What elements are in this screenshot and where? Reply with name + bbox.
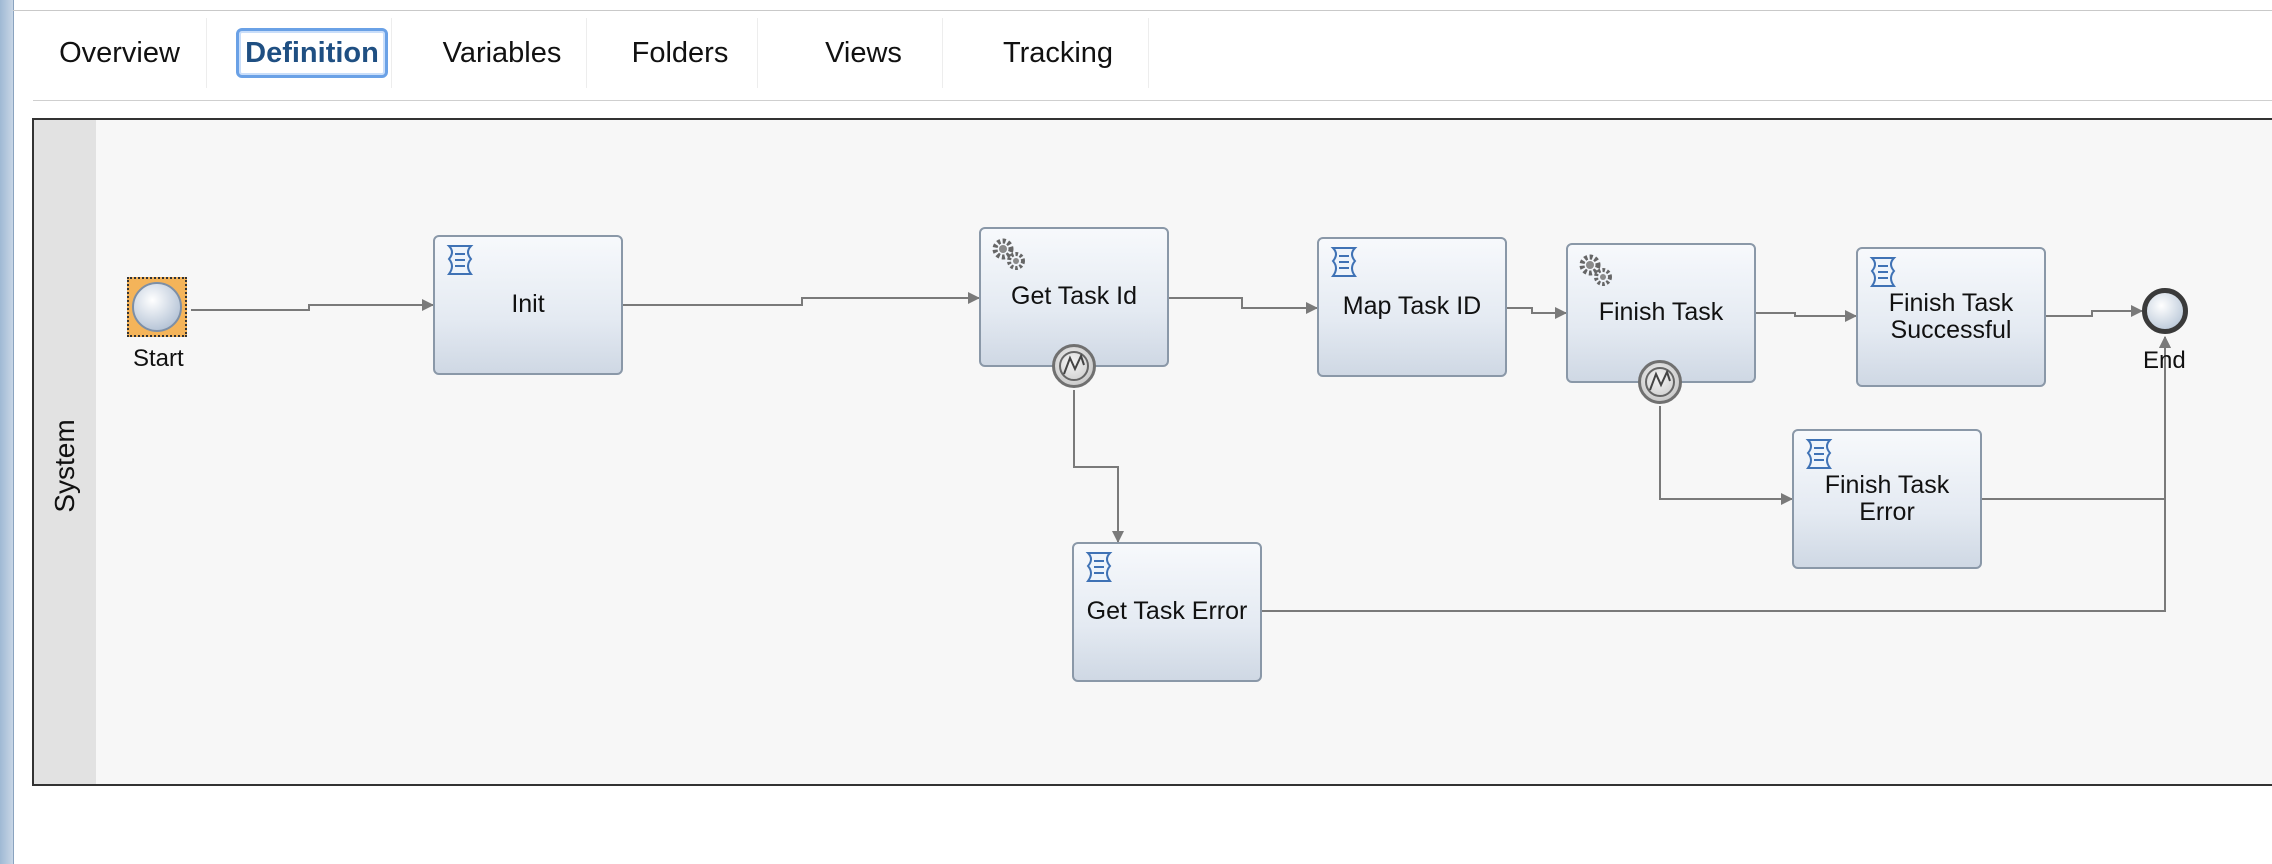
tab-definition-label: Definition [236, 28, 388, 78]
tab-tracking[interactable]: Tracking [968, 18, 1149, 88]
error-boundary-event-get-task-id[interactable] [1052, 344, 1096, 388]
task-init-label: Init [511, 290, 545, 319]
task-finish-task-error-label: Finish Task Error [1824, 470, 1950, 526]
start-event-label: Start [133, 345, 184, 372]
flow-init-gettaskid [623, 292, 980, 306]
task-get-task-error[interactable]: Get Task Error [1072, 542, 1262, 682]
flow-start-init [191, 299, 434, 311]
tab-folders[interactable]: Folders [603, 18, 758, 88]
flow-gettaskerror-end [1262, 336, 2171, 612]
script-icon [446, 245, 474, 275]
error-icon [1059, 351, 1089, 381]
end-event-label: End [2143, 347, 2186, 374]
task-get-task-id-label: Get Task Id [1011, 282, 1137, 311]
script-icon [1330, 247, 1358, 277]
gears-icon [1579, 254, 1612, 286]
end-event[interactable] [2142, 288, 2188, 334]
task-get-task-id[interactable]: Get Task Id [979, 227, 1169, 367]
task-finish-task-successful-label: Finish Task Successful [1888, 288, 2014, 344]
flow-finishsuccessful-end [2046, 305, 2143, 317]
start-event-selection[interactable] [127, 277, 187, 337]
tab-variables[interactable]: Variables [418, 18, 587, 88]
process-diagram-canvas[interactable]: System Start [32, 118, 2272, 786]
task-init[interactable]: Init [433, 235, 623, 375]
task-finish-task-successful[interactable]: Finish Task Successful [1856, 247, 2046, 387]
tab-definition[interactable]: Definition [233, 18, 392, 88]
swimlane-header[interactable]: System [34, 120, 96, 784]
tab-overview[interactable]: Overview [33, 18, 207, 88]
flow-gettaskid-error [1073, 390, 1124, 543]
task-map-task-id[interactable]: Map Task ID [1317, 237, 1507, 377]
top-divider [13, 10, 2272, 11]
flow-gettaskid-maptaskid [1169, 297, 1318, 314]
task-finish-task-error[interactable]: Finish Task Error [1792, 429, 1982, 569]
start-event[interactable] [132, 282, 182, 332]
flow-finishtask-error [1659, 406, 1793, 505]
task-get-task-error-label: Get Task Error [1086, 597, 1248, 626]
tab-variables-label: Variables [442, 37, 562, 69]
tab-bar: Overview Definition Variables Folders Vi… [33, 14, 2272, 101]
task-finish-task-label: Finish Task [1598, 298, 1724, 327]
tab-views-label: Views [825, 37, 902, 69]
script-icon [1805, 439, 1833, 469]
sequence-flows [191, 292, 2171, 612]
script-icon [1085, 552, 1113, 582]
task-map-task-id-label: Map Task ID [1342, 292, 1482, 321]
tab-views[interactable]: Views [785, 18, 943, 88]
error-boundary-event-finish-task[interactable] [1638, 360, 1682, 404]
error-icon [1645, 367, 1675, 397]
tab-tracking-label: Tracking [1002, 37, 1114, 69]
script-icon [1869, 257, 1897, 287]
gears-icon [992, 238, 1025, 270]
left-panel-edge [0, 0, 14, 864]
tab-folders-label: Folders [631, 37, 729, 69]
task-finish-task[interactable]: Finish Task [1566, 243, 1756, 383]
tab-overview-label: Overview [59, 37, 180, 69]
flow-maptaskid-finishtask [1507, 307, 1567, 319]
flow-finishtask-finishsuccessful [1756, 310, 1857, 322]
